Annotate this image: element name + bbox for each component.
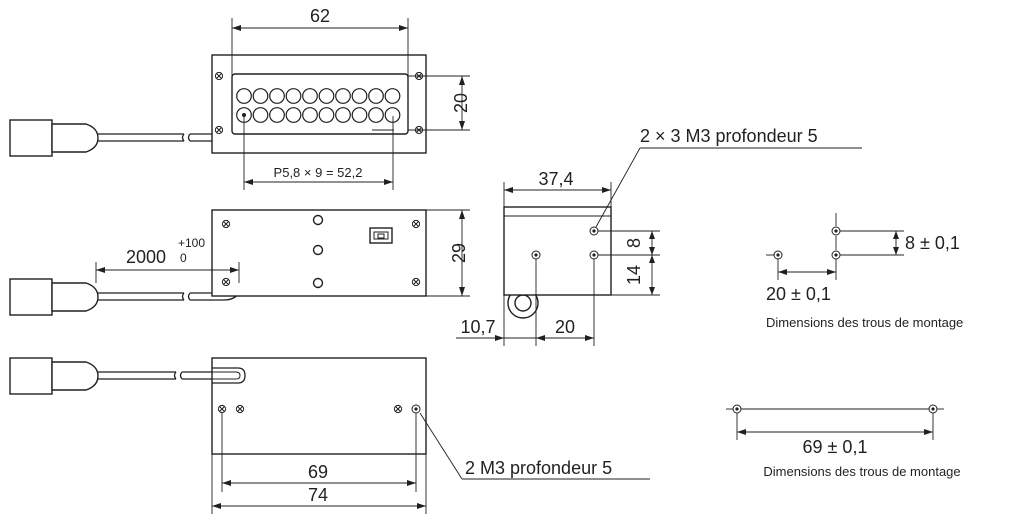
dim-10-7-20: 10,7 20 <box>456 259 595 346</box>
mounting-pattern-1: 8 ± 0,1 20 ± 0,1 Dimensions des trous de… <box>766 213 963 330</box>
led-cell <box>368 107 384 123</box>
led-cell <box>252 107 269 123</box>
led-cell <box>384 107 401 123</box>
dim-37-4: 37,4 <box>503 169 612 207</box>
dim-69: 69 <box>221 413 417 492</box>
cable-loop <box>212 367 246 384</box>
dim-74-label: 74 <box>308 485 328 505</box>
bottom-view: 69 74 2 M3 profondeur 5 <box>9 357 650 514</box>
connector-plug-bottom <box>9 357 99 395</box>
dim-2000: 2000 +100 0 <box>95 236 240 283</box>
dim-8-14: 8 14 <box>598 230 660 296</box>
led-cell <box>368 88 384 104</box>
callout-side-threads: 2 × 3 M3 profondeur 5 <box>595 126 862 228</box>
led-cell <box>252 88 269 104</box>
mount2-caption: Dimensions des trous de montage <box>763 464 960 479</box>
dim-62-label: 62 <box>310 6 330 26</box>
top-view: 62 20 P5,8 × 9 = 52,2 <box>9 6 471 190</box>
dim-pitch: P5,8 × 9 = 52,2 <box>243 116 394 190</box>
led-cell <box>269 107 285 123</box>
dim-62: 62 <box>231 6 409 76</box>
led-cell <box>236 88 252 104</box>
dim-20-top: 20 <box>408 75 471 131</box>
led-cell <box>335 107 351 123</box>
led-cell <box>285 88 302 104</box>
front-holes <box>312 214 324 289</box>
dim-pitch-label: P5,8 × 9 = 52,2 <box>274 165 363 180</box>
dim-2000-label: 2000 <box>126 247 166 267</box>
power-socket-icon <box>369 227 393 244</box>
callout-side-threads-label: 2 × 3 M3 profondeur 5 <box>640 126 818 146</box>
dim-14-label: 14 <box>624 265 644 285</box>
led-window <box>231 73 409 135</box>
dim-29-label: 29 <box>449 243 469 263</box>
dim-2000-tol-upper: +100 <box>178 236 205 250</box>
mount1-vertical-label: 8 ± 0,1 <box>905 233 960 253</box>
led-cell <box>285 107 302 123</box>
connector-plug-front <box>9 278 99 316</box>
led-cell <box>384 88 401 104</box>
led-cell <box>318 88 335 104</box>
mounting-pattern-2: 69 ± 0,1 Dimensions des trous de montage <box>726 404 961 479</box>
led-cell <box>269 88 285 104</box>
dim-37-4-label: 37,4 <box>538 169 573 189</box>
led-center-mark <box>242 113 246 117</box>
led-cell <box>351 107 368 123</box>
bottom-body <box>211 357 427 455</box>
dim-69-label: 69 <box>308 462 328 482</box>
dim-29: 29 <box>426 209 470 297</box>
dim-2000-tol-lower: 0 <box>180 251 187 265</box>
mount1-horizontal-label: 20 ± 0,1 <box>766 284 831 304</box>
cable-bottom <box>98 371 212 380</box>
led-cell <box>302 88 318 104</box>
led-cell <box>302 107 318 123</box>
dim-74: 74 <box>211 454 427 514</box>
dim-20-side-label: 20 <box>555 317 575 337</box>
dim-8-label: 8 <box>624 238 644 248</box>
connector-plug-top <box>9 119 99 157</box>
callout-bottom-threads-label: 2 M3 profondeur 5 <box>465 458 612 478</box>
led-cell <box>351 88 368 104</box>
callout-bottom-threads: 2 M3 profondeur 5 <box>419 412 650 480</box>
led-cell <box>318 107 335 123</box>
cable-top <box>98 133 212 142</box>
dim-20-top-label: 20 <box>451 93 471 113</box>
side-view: 37,4 8 14 10,7 20 <box>456 126 862 346</box>
mount1-caption: Dimensions des trous de montage <box>766 315 963 330</box>
mount2-horizontal-label: 69 ± 0,1 <box>803 437 868 457</box>
dim-10-7-label: 10,7 <box>460 317 495 337</box>
led-cell <box>335 88 351 104</box>
front-view: 2000 +100 0 29 <box>9 209 470 316</box>
